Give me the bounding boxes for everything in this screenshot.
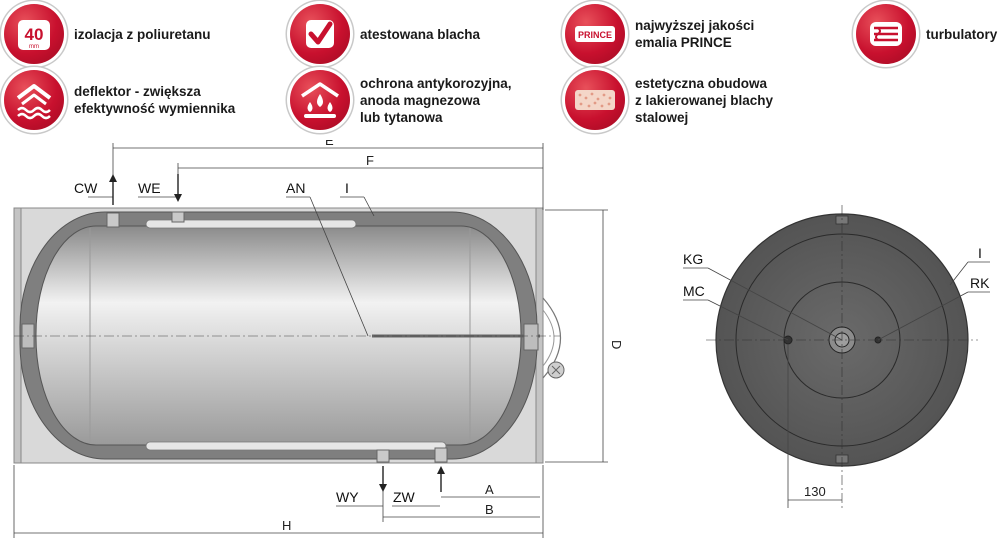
side-dimensions [13, 143, 608, 538]
feature-label: turbulatory [926, 26, 998, 42]
feature-label: ochrona antykorozyjna, anoda magnezowa l… [360, 75, 512, 125]
label-cw: CW [74, 180, 98, 196]
label-wy: WY [336, 489, 359, 505]
dim-b: B [485, 502, 494, 517]
label-we: WE [138, 180, 161, 196]
feature-label: atestowana blacha [360, 26, 481, 42]
feature-deflector: deflektor - zwiększa efektywność wymienn… [4, 70, 235, 130]
exchanger-top [145, 219, 357, 229]
feature-certified-sheet: atestowana blacha [290, 4, 480, 64]
exchanger-bottom [145, 441, 447, 451]
feature-label: najwyższej jakości emalia PRINCE [635, 18, 755, 50]
feature-anticorrosion: ochrona antykorozyjna, anoda magnezowa l… [290, 70, 512, 130]
prince-enamel-icon: PRINCE [565, 4, 625, 64]
flow-arrows [109, 174, 445, 492]
feature-steel-casing: estetyczna obudowa z lakierowanej blachy… [565, 70, 773, 130]
anticorrosion-drops-icon [290, 70, 350, 130]
label-mc: MC [683, 283, 705, 299]
svg-text:40: 40 [25, 25, 44, 44]
steel-casing-icon [565, 70, 625, 130]
feature-prince-enamel: PRINCE najwyższej jakości emalia PRINCE [565, 4, 754, 64]
dim-e: E [325, 140, 334, 148]
turbulator-icon [856, 4, 916, 64]
end-dimensions [683, 261, 990, 508]
zw-connector [434, 447, 448, 463]
dim-d: D [609, 340, 624, 349]
deflector-icon [4, 70, 64, 130]
cw-connector [106, 212, 120, 228]
feature-label: deflektor - zwiększa efektywność wymienn… [74, 84, 236, 116]
feature-insulation: 40 mm izolacja z poliuretanu [4, 4, 211, 64]
label-end-i: I [978, 245, 982, 261]
label-kg: KG [683, 251, 703, 267]
feature-turbulators: turbulatory [856, 4, 997, 64]
tank-end-view [706, 205, 978, 508]
label-i: I [345, 180, 349, 196]
feature-label: estetyczna obudowa z lakierowanej blachy… [635, 75, 774, 125]
we-connector [171, 211, 185, 223]
dim-h: H [282, 518, 291, 533]
technical-drawing: CW WE AN I WY ZW E F D H A B KG MC I RK … [13, 140, 990, 538]
svg-text:PRINCE: PRINCE [578, 30, 612, 40]
label-rk: RK [970, 275, 990, 291]
feature-label: izolacja z poliuretanu [74, 26, 211, 42]
checkmark-icon [290, 4, 350, 64]
label-zw: ZW [393, 489, 416, 505]
dim-f: F [366, 153, 374, 168]
insulation-40mm-icon: 40 mm [4, 4, 64, 64]
dim-a: A [485, 482, 494, 497]
tank-side-view [13, 207, 565, 464]
label-an: AN [286, 180, 305, 196]
svg-text:mm: mm [29, 44, 39, 50]
dim-130: 130 [804, 484, 826, 499]
wy-connector [376, 449, 390, 463]
